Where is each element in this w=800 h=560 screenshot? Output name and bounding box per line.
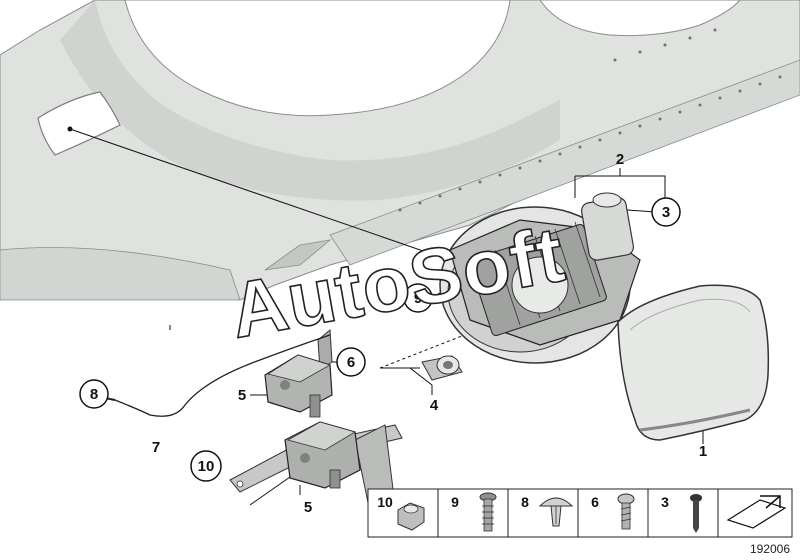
legend-cell-3: 3	[661, 494, 702, 533]
fuel-filler-housing	[439, 192, 641, 364]
pin-icon	[690, 494, 702, 533]
legend-cell-8: 8	[521, 494, 574, 527]
svg-text:10: 10	[198, 458, 215, 475]
legend-cell-6: 6	[591, 493, 635, 530]
diagram-number: 192006	[750, 542, 790, 556]
callouts: 1 2 3 4 5 5 6 7 8 9	[79, 151, 707, 516]
svg-text:3: 3	[661, 494, 669, 510]
callout-4: 4	[430, 397, 439, 414]
callout-5-lower: 5	[304, 499, 312, 516]
clip-icon	[538, 497, 574, 527]
legend-cell-arrow	[726, 495, 787, 529]
svg-text:10: 10	[377, 494, 393, 510]
plastic-rivet-icon	[479, 492, 497, 532]
svg-text:6: 6	[591, 494, 599, 510]
callout-2: 2	[616, 151, 624, 168]
legend-cell-9: 9	[451, 492, 497, 532]
svg-text:9: 9	[451, 494, 459, 510]
svg-text:5: 5	[238, 387, 246, 404]
grommet-part	[421, 355, 463, 381]
callout-6-circled: 6	[336, 347, 366, 377]
callout-3-circled: 3	[651, 197, 681, 227]
svg-text:9: 9	[414, 290, 422, 307]
callout-7: 7	[152, 439, 160, 456]
callout-8-circled: 8	[79, 379, 109, 409]
car-body-panel	[0, 0, 800, 301]
svg-text:1: 1	[699, 443, 707, 460]
fuel-flap-cover	[617, 284, 770, 441]
svg-text:3: 3	[662, 204, 670, 221]
svg-text:8: 8	[90, 386, 98, 403]
fastener-legend: 10 9 8 6	[367, 488, 793, 538]
screw-icon	[617, 493, 635, 530]
actuator-lower	[229, 421, 403, 513]
actuator-upper	[264, 328, 333, 418]
assembly-arrow-icon	[726, 495, 787, 529]
legend-cell-10: 10	[377, 494, 425, 531]
callout-5-upper: 5	[238, 387, 246, 404]
svg-text:8: 8	[521, 494, 529, 510]
svg-text:2: 2	[616, 151, 624, 168]
hex-nut-icon	[397, 502, 425, 531]
callout-9-circled: 9	[403, 283, 433, 313]
callout-1: 1	[699, 443, 707, 460]
callout-10-circled: 10	[190, 450, 222, 482]
svg-text:6: 6	[347, 354, 355, 371]
svg-text:7: 7	[152, 439, 160, 456]
svg-text:5: 5	[304, 499, 312, 516]
svg-text:4: 4	[430, 397, 439, 414]
